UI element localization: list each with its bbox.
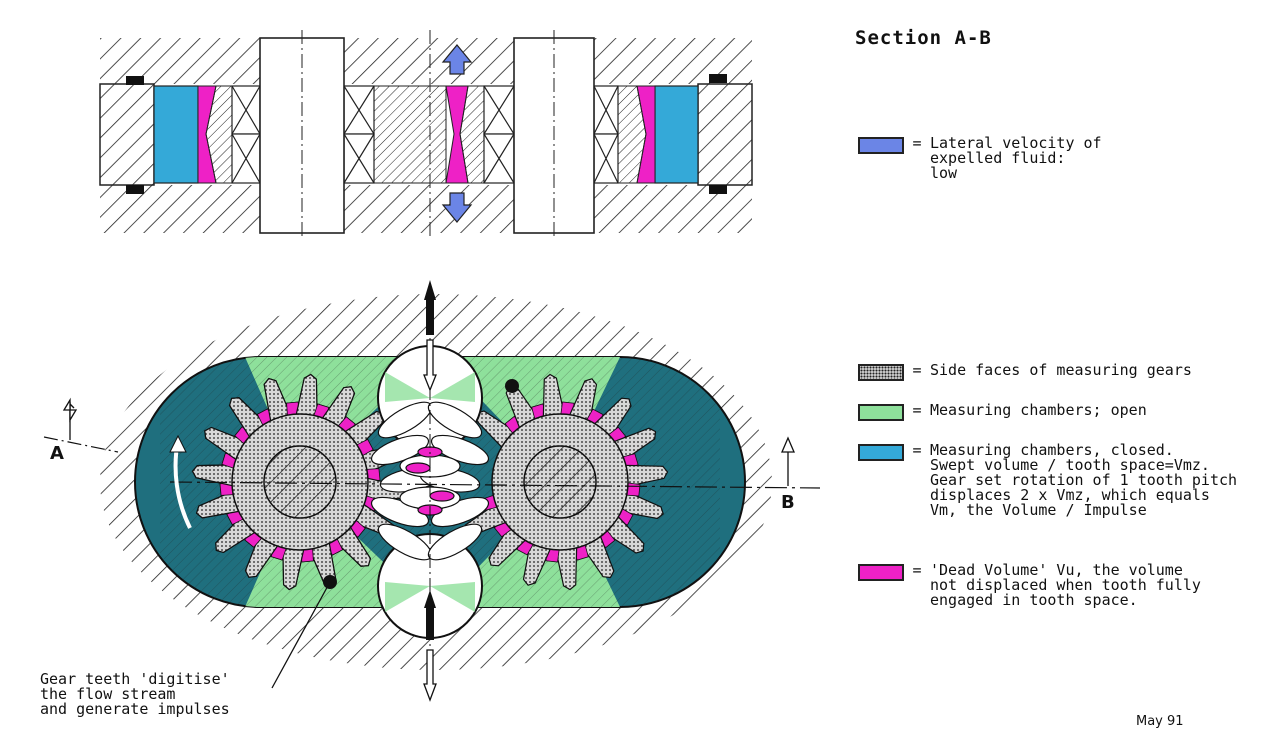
legend-label: 'Dead Volume' Vu, the volume not displac… xyxy=(930,561,1201,609)
legend-swatch-green xyxy=(858,404,904,421)
legend-label: Lateral velocity of expelled fluid: low xyxy=(930,134,1102,182)
lateral-arrow-up-icon xyxy=(441,44,473,75)
section-bearings xyxy=(231,85,619,184)
legend-label: Measuring chambers, closed. Swept volume… xyxy=(930,441,1238,519)
legend-equals: = xyxy=(912,361,922,379)
gear-left xyxy=(191,373,409,591)
flow-out-arrow-icon xyxy=(424,590,436,640)
section-letter-b: B xyxy=(781,492,795,513)
section-b-arrow-icon xyxy=(781,436,795,453)
plan-view xyxy=(43,280,821,702)
legend-label: Measuring chambers; open xyxy=(930,401,1147,419)
legend-label: Side faces of measuring gears xyxy=(930,361,1192,379)
legend-equals: = xyxy=(912,134,922,152)
legend-swatch-blue xyxy=(858,137,904,154)
section-letter-a: A xyxy=(50,443,64,464)
legend-item-side-faces: = Side faces of measuring gears xyxy=(858,363,1192,381)
section-title: Section A-B xyxy=(855,27,992,49)
legend-swatch-dotted xyxy=(858,364,904,381)
marker-dot-right xyxy=(505,379,519,393)
section-a-arrow-icon xyxy=(62,397,78,423)
legend-item-lateral-velocity: = Lateral velocity of expelled fluid: lo… xyxy=(858,136,1102,181)
legend-equals: = xyxy=(912,401,922,419)
flow-in-arrow-icon xyxy=(424,280,436,335)
gear-teeth-annotation: Gear teeth 'digitise' the flow stream an… xyxy=(40,670,230,718)
legend-swatch-cyan xyxy=(858,444,904,461)
section-view xyxy=(99,30,753,240)
date-label: May 91 xyxy=(1136,714,1184,729)
legend-item-open-chambers: = Measuring chambers; open xyxy=(858,403,1147,421)
legend-item-closed-chambers: = Measuring chambers, closed. Swept volu… xyxy=(858,443,1237,518)
gear-right xyxy=(463,373,669,591)
section-blue-fluid-right xyxy=(654,85,699,184)
legend-item-dead-volume: = 'Dead Volume' Vu, the volume not displ… xyxy=(858,563,1201,608)
section-blue-fluid-left xyxy=(153,85,199,184)
lateral-arrow-down-icon xyxy=(441,192,473,223)
legend-swatch-magenta xyxy=(858,564,904,581)
legend-equals: = xyxy=(912,561,922,579)
legend-equals: = xyxy=(912,441,922,459)
